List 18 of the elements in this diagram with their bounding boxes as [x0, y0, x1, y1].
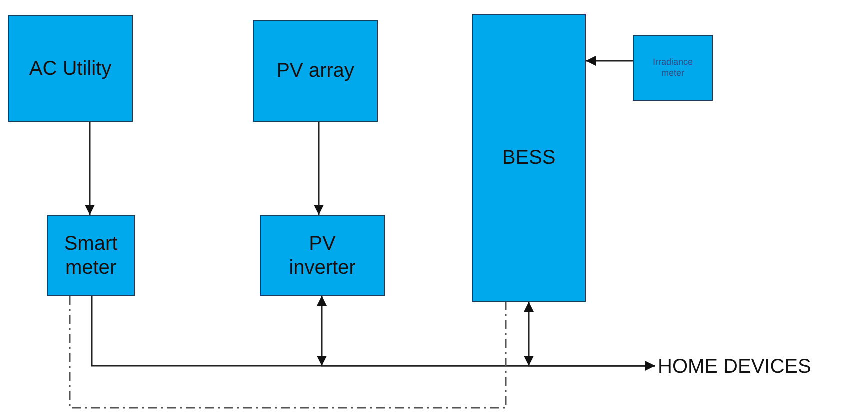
process-box	[472, 14, 586, 302]
node-label: BESS	[501, 146, 557, 170]
node-label: Smart meter	[63, 232, 119, 280]
arrow	[314, 122, 324, 215]
process-box	[260, 215, 385, 296]
process-box	[47, 215, 135, 296]
process-box	[633, 35, 713, 101]
dashed-connector	[69, 296, 507, 409]
node-label: AC Utility	[28, 56, 113, 80]
arrow	[524, 302, 655, 371]
node-label: Irradiance meter	[652, 57, 694, 79]
process-box	[8, 15, 133, 122]
arrow	[586, 56, 633, 66]
arrow	[85, 122, 95, 215]
node-label: PV array	[276, 59, 356, 83]
output-label: HOME DEVICES	[658, 355, 812, 379]
node-label: PV inverter	[288, 232, 357, 280]
process-box	[253, 20, 378, 122]
